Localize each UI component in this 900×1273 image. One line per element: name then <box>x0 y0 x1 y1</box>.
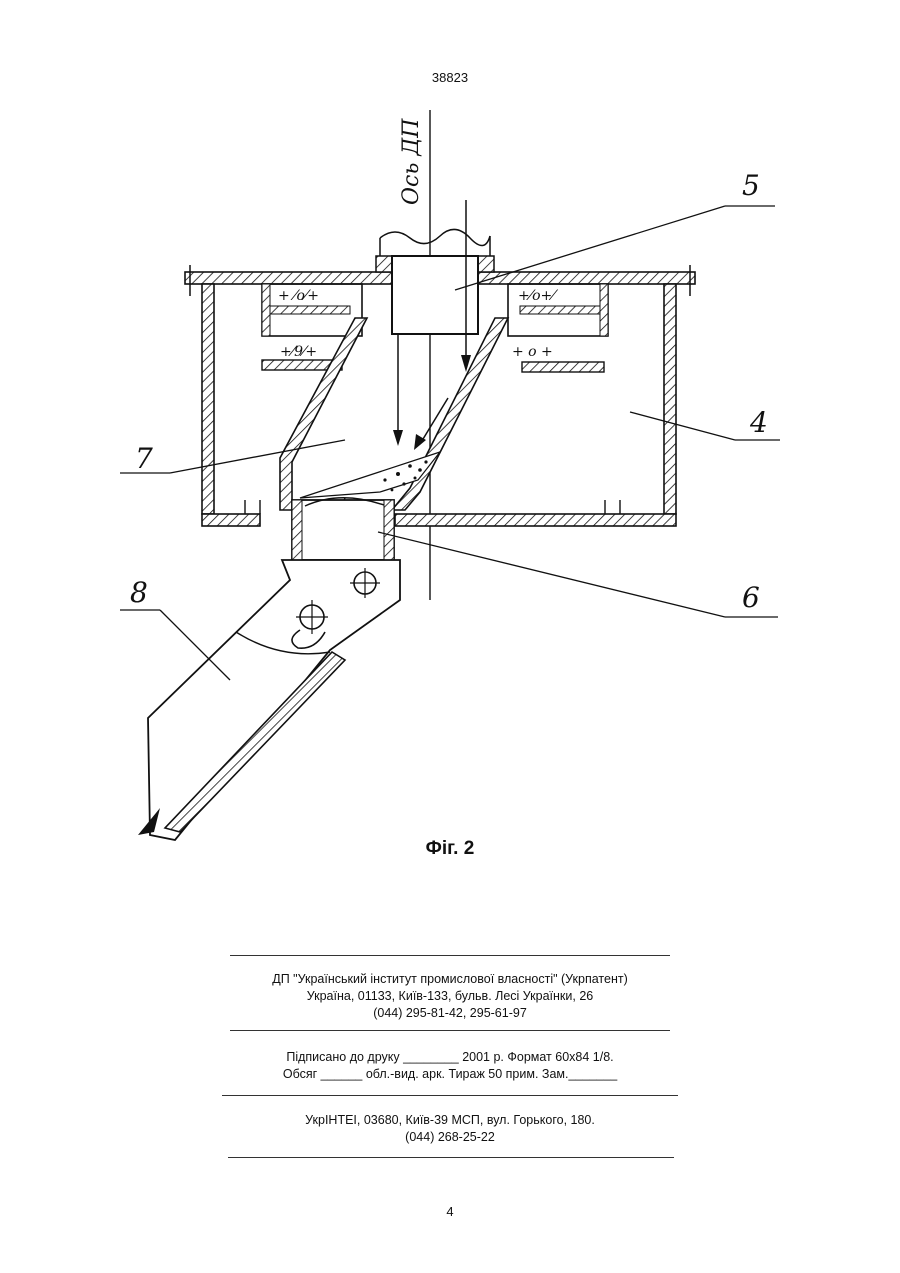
publisher-phone: (044) 295-81-42, 295-61-97 <box>0 1005 900 1022</box>
axis-label: Ось ДП <box>399 118 424 205</box>
svg-text:+ o +: + o + <box>512 344 553 360</box>
inlet-pipe-break <box>380 229 490 245</box>
print-line-1: Підписано до друку ________ 2001 р. Форм… <box>0 1049 900 1066</box>
printer-phone: (044) 268-25-22 <box>0 1129 900 1146</box>
technical-drawing: Ось ДП + ⁄o⁄+ +⁄o+⁄ +⁄9⁄+ + o + <box>0 0 900 900</box>
inlet-pipe <box>392 256 478 334</box>
callout-5: 5 <box>742 169 760 202</box>
callout-7: 7 <box>135 442 153 475</box>
svg-text:+ ⁄o⁄+: + ⁄o⁄+ <box>278 288 319 304</box>
figure-caption: Фіг. 2 <box>0 838 900 860</box>
svg-text:+⁄9⁄+: +⁄9⁄+ <box>280 344 317 360</box>
publisher-name: ДП "Український інститут промислової вла… <box>0 971 900 988</box>
coulter-body <box>148 560 400 840</box>
outlet-cylinder <box>292 500 394 560</box>
page-number: 4 <box>0 1204 900 1219</box>
publisher-block: ДП "Український інститут промислової вла… <box>0 971 900 1022</box>
housing-bottom-left <box>202 514 260 526</box>
callout-4: 4 <box>749 406 768 439</box>
callout-6: 6 <box>742 581 760 614</box>
housing-left-wall <box>202 284 214 514</box>
housing-bottom-right <box>395 514 676 526</box>
divider-3 <box>222 1095 678 1096</box>
publisher-address: Україна, 01133, Київ-133, бульв. Лесі Ук… <box>0 988 900 1005</box>
housing-right-wall <box>664 284 676 514</box>
callout-8: 8 <box>130 576 148 609</box>
divider-2 <box>230 1030 670 1031</box>
printer-name: УкрІНТЕІ, 03680, Київ-39 МСП, вул. Горьк… <box>0 1112 900 1129</box>
svg-text:+⁄o+⁄: +⁄o+⁄ <box>518 288 558 304</box>
divider-4 <box>228 1157 674 1158</box>
divider-1 <box>230 955 670 956</box>
print-line-2: Обсяг ______ обл.-вид. арк. Тираж 50 при… <box>0 1066 900 1083</box>
printer-block: УкрІНТЕІ, 03680, Київ-39 МСП, вул. Горьк… <box>0 1112 900 1146</box>
tray-right-lower <box>522 362 604 372</box>
print-details-block: Підписано до друку ________ 2001 р. Форм… <box>0 1049 900 1083</box>
